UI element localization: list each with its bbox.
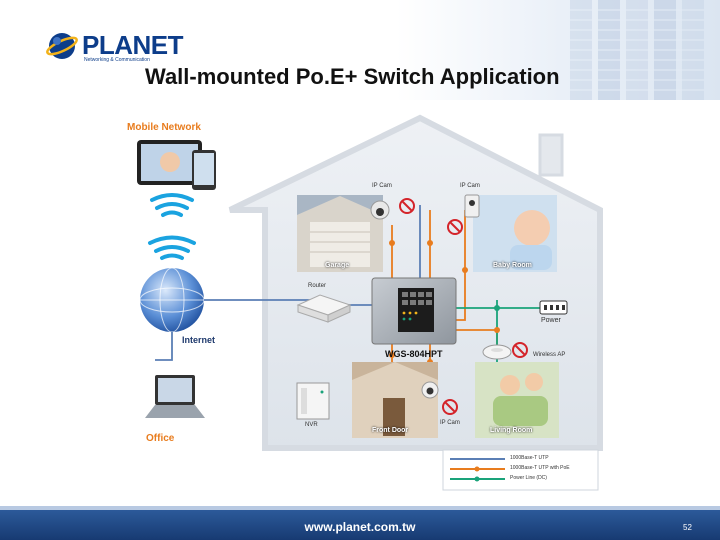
nvr-device-icon xyxy=(296,382,330,420)
garage-label: Garage xyxy=(325,262,350,269)
ip-cam-dome-icon xyxy=(370,200,390,220)
router-icon xyxy=(296,294,352,323)
power-junction-dot xyxy=(494,305,500,311)
ip-cam-left-label: IP Cam xyxy=(372,183,392,189)
office-laptop-icon xyxy=(145,375,205,418)
wireless-ap-icon xyxy=(482,344,512,360)
footer-bar xyxy=(0,510,720,540)
planet-globe-icon xyxy=(46,33,78,59)
page-title: Wall-mounted Po.E+ Switch Application xyxy=(145,64,560,89)
ip-cam-front-icon xyxy=(421,381,439,399)
internet-label: Internet xyxy=(182,335,216,345)
living-room-photo xyxy=(475,362,559,438)
power-label: Power xyxy=(541,317,561,324)
nvr-label: NVR xyxy=(305,422,318,428)
footer-website: www.planet.com.tw xyxy=(304,520,416,534)
no-power-plug-icon xyxy=(399,198,528,415)
internet-globe-icon xyxy=(139,267,205,333)
switch-model-label: WGS-804HPT xyxy=(385,349,443,359)
legend-item-utp-poe: 1000Base-T UTP with PoE xyxy=(510,465,570,471)
diagram-legend xyxy=(442,449,599,491)
wireless-ap-label: Wireless AP xyxy=(533,352,566,358)
office-label: Office xyxy=(146,433,175,444)
baby-room-label: Baby Room xyxy=(493,262,532,269)
logo-tagline: Networking & Communication xyxy=(84,57,150,63)
ip-cam-right-label: IP Cam xyxy=(460,183,480,189)
planet-logo: PLANET Networking & Communication xyxy=(46,30,184,66)
server-rack-background xyxy=(570,0,704,100)
router-label: Router xyxy=(308,283,327,289)
mobile-network-label: Mobile Network xyxy=(127,122,201,133)
logo-wordmark: PLANET xyxy=(82,30,184,60)
legend-item-utp: 1000Base-T UTP xyxy=(510,455,549,461)
poe-switch-device xyxy=(371,277,457,345)
front-door-photo xyxy=(352,362,438,438)
ip-cam-box-icon xyxy=(464,194,480,218)
garage-photo xyxy=(297,195,383,272)
legend-item-power-dc: Power Line (DC) xyxy=(510,475,547,481)
footer-stripe xyxy=(0,506,720,510)
baby-room-photo xyxy=(473,195,557,272)
power-adapter-icon xyxy=(539,300,568,315)
mobile-devices-icon xyxy=(137,140,216,190)
page-number: 52 xyxy=(683,523,692,532)
front-door-label: Front Door xyxy=(372,427,409,434)
ip-cam-front-label: IP Cam xyxy=(440,420,460,426)
living-room-label: Living Room xyxy=(490,427,533,434)
wifi-signal-icon xyxy=(148,193,196,260)
